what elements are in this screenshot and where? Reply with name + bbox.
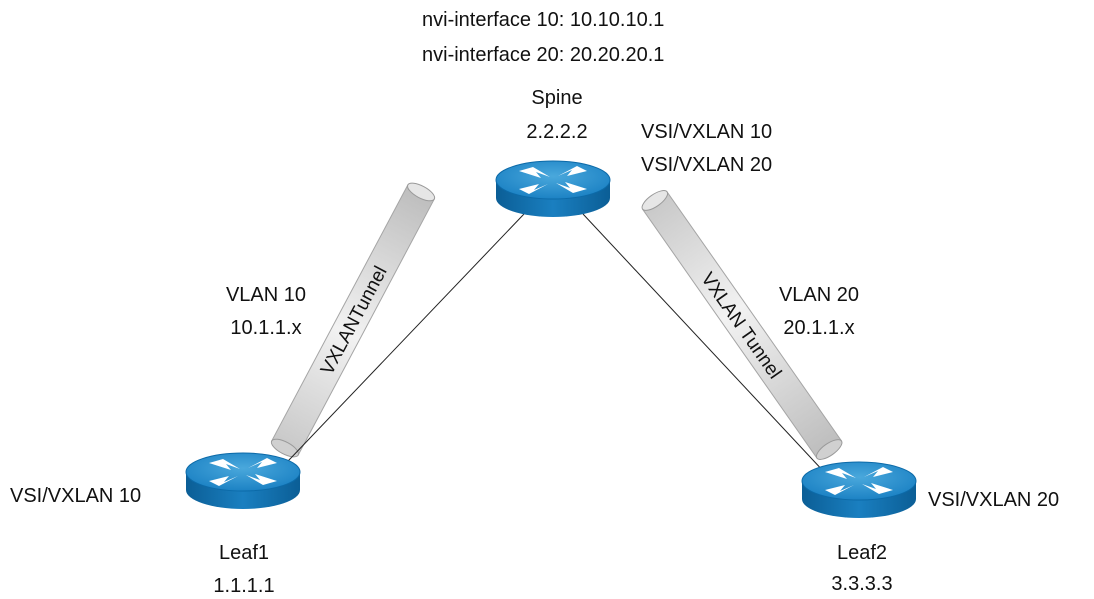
left-tunnel-label: VXLANTunnel: [317, 263, 392, 379]
leaf1-vsi-label: VSI/VXLAN 10: [10, 485, 142, 507]
leaf2-ip: 3.3.3.3: [831, 573, 893, 595]
leaf2-router-icon: [801, 461, 917, 518]
spine-ip: 2.2.2.2: [526, 121, 588, 143]
right-link-line: [582, 213, 827, 475]
right-tunnel-label: VXLAN Tunnel: [696, 269, 785, 383]
leaf2-name: Leaf2: [836, 542, 888, 564]
leaf1-router-icon: [185, 452, 301, 509]
spine-vsi-vxlan-20: VSI/VXLAN 20: [641, 154, 773, 176]
left-vlan-label: VLAN 10: [225, 284, 307, 306]
spine-nvi-interface-20: nvi-interface 20: 20.20.20.1: [422, 44, 665, 66]
spine-name: Spine: [531, 87, 583, 109]
spine-vsi-vxlan-10: VSI/VXLAN 10: [641, 121, 773, 143]
spine-router-icon: [495, 160, 611, 217]
left-link-line: [267, 213, 525, 483]
right-subnet-label: 20.1.1.x: [783, 317, 855, 339]
leaf1-ip: 1.1.1.1: [213, 575, 275, 597]
leaf2-vsi-label: VSI/VXLAN 20: [928, 489, 1060, 511]
spine-nvi-interface-10: nvi-interface 10: 10.10.10.1: [422, 9, 665, 31]
left-subnet-label: 10.1.1.x: [230, 317, 302, 339]
right-vlan-label: VLAN 20: [778, 284, 860, 306]
leaf1-name: Leaf1: [218, 542, 270, 564]
